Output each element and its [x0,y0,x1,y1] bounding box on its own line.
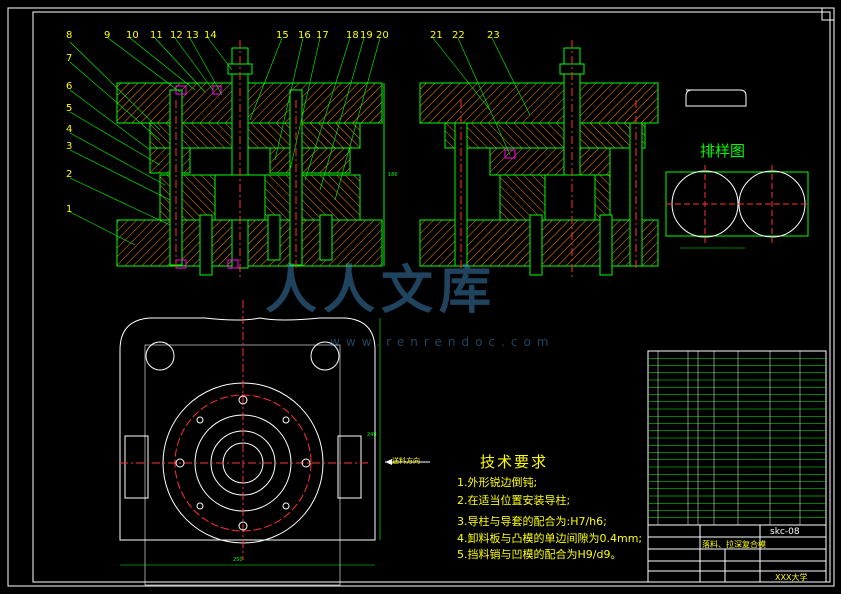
part-number-label: 5 [66,103,73,114]
part-number-label: 15 [276,30,289,41]
tech-requirement-item: 1.外形锐边倒钝; [457,476,538,489]
part-number-label: 10 [126,30,139,41]
part-number-label: 13 [186,30,199,41]
drawing-name: 落料、拉深复合模 [702,540,766,549]
part-number-label: 1 [66,204,73,215]
part-number-label: 14 [204,30,217,41]
bom-table [647,350,827,526]
part-number-label: 20 [376,30,389,41]
svg-text:248: 248 [367,432,377,438]
svg-text:186: 186 [388,172,398,178]
part-number-label: 16 [298,30,311,41]
part-number-label: 2 [66,169,73,180]
plan-view: 248 250 [119,300,430,586]
part-number-label: 19 [360,30,373,41]
tech-requirement-item: 4.卸料板与凸模的单边间隙为0.4mm; [457,532,643,545]
part-number-label: 21 [430,30,443,41]
part-number-label: 8 [66,30,73,41]
part-number-label: 17 [316,30,329,41]
watermark-logo: 人人文库 [265,261,498,321]
title-block [647,524,827,583]
part-number-label: 6 [66,81,73,92]
watermark-url: www.renrendoc.com [330,335,555,349]
feed-direction-label: 送料方向 [392,457,420,465]
school-name: XXX大学 [775,573,808,582]
part-number-label: 23 [487,30,500,41]
part-number-label: 4 [66,124,73,135]
part-number-label: 9 [104,30,111,41]
strip-layout-title: 排样图 [700,142,746,160]
drawing-border [7,7,835,587]
svg-text:250: 250 [233,557,243,563]
drawing-number: skc-08 [770,527,800,537]
side-section-view [419,37,659,278]
part-number-label: 11 [150,30,163,41]
tech-requirement-item: 3.导柱与导套的配合为:H7/h6; [457,515,607,528]
part-number-label: 12 [170,30,183,41]
part-number-label: 22 [452,30,465,41]
tech-requirement-item: 2.在适当位置安装导柱; [457,494,571,507]
main-section-view: 186 [69,37,398,278]
part-number-label: 18 [346,30,359,41]
part-number-label: 7 [66,53,73,64]
strip-layout [665,89,809,249]
tech-requirement-item: 5.挡料销与凹模的配合为H9/d9。 [457,548,622,561]
tech-requirements-title: 技术要求 [480,453,549,471]
part-number-label: 3 [66,141,73,152]
